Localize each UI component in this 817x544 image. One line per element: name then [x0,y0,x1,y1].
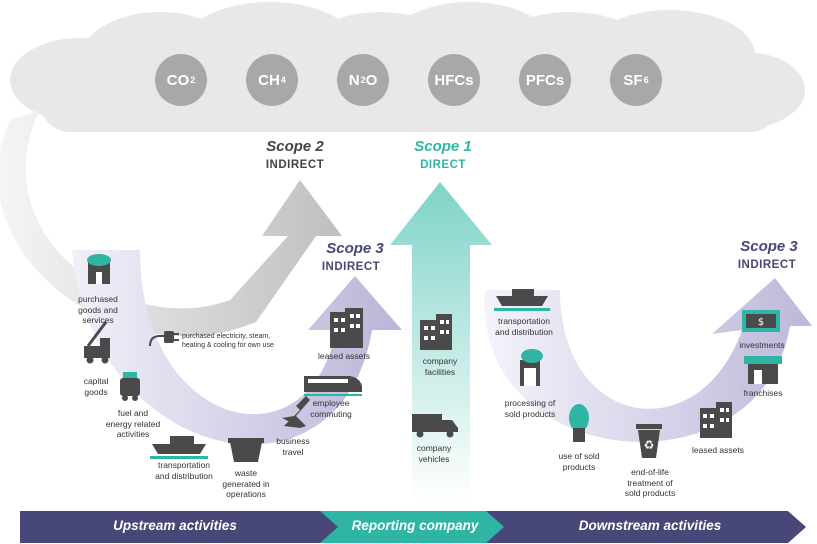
gas-formula: HFCs [434,71,474,89]
gas-circle: PFCs [519,54,571,106]
label-purchased-electricity: purchased electricity, steam, heating & … [182,333,274,349]
gas-subscript: 2 [360,75,366,85]
money-icon: $ [742,310,780,332]
gas-formula: N [348,71,360,89]
facilities-building-icon [420,314,452,350]
storefront-icon [744,356,782,384]
factory-icon [520,349,543,386]
label-business-travel: business travel [276,436,310,457]
truck-icon [412,414,458,438]
reporting-bar [320,511,506,543]
activities-bar [20,511,806,543]
building-icon [330,308,363,348]
scope3-downstream-arrow [484,278,812,442]
label-company-facilities: company facilities [422,356,458,377]
dumpster-icon [228,438,264,462]
ship-icon [150,436,208,459]
gas-subscript: 4 [280,75,286,85]
label-transport-downstream: transportation and distribution [495,316,553,337]
svg-text:♻: ♻ [644,438,655,452]
label-company-vehicles: company vehicles [416,443,452,464]
factory-icon [87,254,111,284]
label-end-of-life: end-of-life treatment of sold products [624,467,676,498]
airplane-icon [282,396,310,428]
label-investments: investments [739,340,785,350]
lightbulb-icon [569,404,589,442]
gas-formula: PFCs [525,71,565,89]
gas-formula-tail: O [365,71,378,89]
label-leased-assets-downstream: leased assets [692,445,744,455]
label-employee-commuting: employee commuting [310,398,352,419]
upstream-activities-label: Upstream activities [113,518,237,533]
recycle-bin-icon: ♻ [636,424,662,458]
scope1-subtitle: DIRECT [420,159,466,171]
gas-formula: SF [623,71,643,89]
downstream-activities-label: Downstream activities [578,518,722,533]
upstream-bar [20,511,340,543]
crane-truck-icon [84,321,110,364]
gas-subscript: 2 [190,75,196,85]
label-processing: processing of sold products [504,398,556,419]
label-transport-upstream: transportation and distribution [155,460,213,481]
gas-circle: HFCs [428,54,480,106]
gas-subscript: 6 [643,75,649,85]
gas-formula: CO [166,71,190,89]
svg-text:$: $ [758,317,764,328]
gas-formula: CH [258,71,280,89]
scope3-upstream-title: Scope 3 [326,240,384,257]
scope2-subtitle: INDIRECT [265,159,325,171]
scope3-downstream-subtitle: INDIRECT [737,259,797,271]
building-icon [700,402,732,438]
label-use-of-sold: use of sold products [558,451,600,472]
scope1-title: Scope 1 [414,138,472,155]
downstream-bar [486,511,806,543]
ship-icon [494,289,550,311]
reporting-company-label: Reporting company [351,518,479,533]
label-leased-assets-upstream: leased assets [318,351,370,361]
label-purchased-goods: purchased goods and services [78,294,118,325]
train-icon [304,376,362,396]
label-fuel-energy: fuel and energy related activities [105,408,161,439]
cloud-band [10,2,805,132]
label-franchises: franchises [743,388,783,398]
plug-icon [149,331,179,347]
scope3-downstream-title: Scope 3 [740,238,798,255]
scope2-title: Scope 2 [266,138,324,155]
label-waste: waste generated in operations [222,468,270,499]
scope3-upstream-subtitle: INDIRECT [321,261,381,273]
fuel-wagon-icon [120,372,140,401]
label-capital-goods: capital goods [83,376,109,397]
